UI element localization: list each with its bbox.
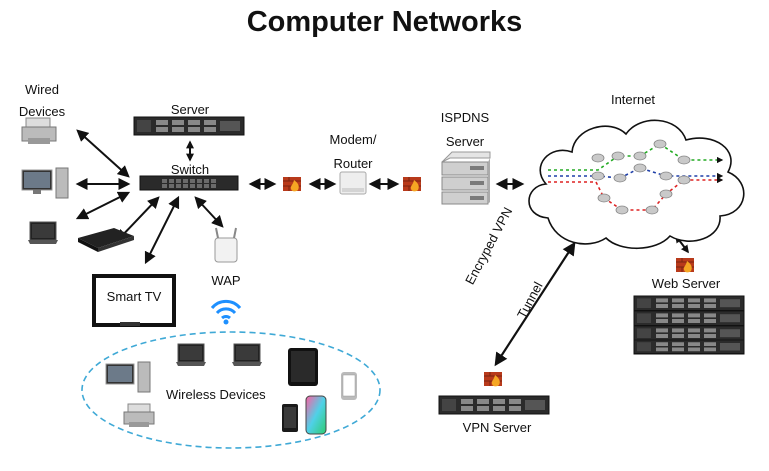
vpn-server-label: VPN Server bbox=[462, 420, 532, 435]
wired-devices-label-line1: Wired bbox=[25, 82, 59, 97]
web-server-label: Web Server bbox=[651, 276, 721, 291]
smartphone-icon bbox=[341, 372, 357, 400]
printer-icon bbox=[21, 117, 57, 144]
firewall-icon bbox=[402, 176, 422, 192]
printer-icon bbox=[123, 403, 155, 427]
isp-dns-label-line2: Server bbox=[445, 134, 485, 149]
firewall-icon bbox=[483, 371, 503, 387]
switch-label: Switch bbox=[170, 162, 210, 177]
modem-label-line1: Modem/ bbox=[329, 132, 377, 147]
internet-label: Internet bbox=[610, 92, 656, 107]
modem-label-line2: Router bbox=[333, 156, 373, 171]
modem-router-icon bbox=[339, 171, 367, 195]
server-rack-icon bbox=[133, 116, 245, 136]
internet-cloud-icon bbox=[528, 119, 745, 249]
laptop-icon bbox=[175, 343, 207, 367]
desktop-computer-icon bbox=[105, 361, 151, 393]
game-console-icon bbox=[78, 228, 134, 252]
tablet-icon bbox=[288, 348, 318, 386]
wap-label: WAP bbox=[211, 273, 241, 288]
wireless-devices-label: Wireless Devices bbox=[166, 387, 266, 402]
smart-tv-label: Smart TV bbox=[106, 289, 162, 304]
vpn-server-rack-icon bbox=[438, 395, 550, 415]
firewall-icon bbox=[282, 176, 302, 192]
laptop-icon bbox=[27, 221, 59, 245]
wireless-access-point-icon bbox=[214, 227, 238, 263]
page-title: Computer Networks bbox=[246, 6, 523, 38]
smartphone-icon bbox=[282, 404, 298, 432]
network-switch-icon bbox=[139, 175, 239, 191]
smart-tv-icon bbox=[92, 274, 176, 327]
smartphone-icon bbox=[305, 395, 327, 435]
wifi-signal-icon bbox=[210, 299, 242, 325]
isp-dns-label-line1: ISPDNS bbox=[440, 110, 490, 125]
server-label: Server bbox=[170, 102, 210, 117]
firewall-icon bbox=[675, 257, 695, 273]
laptop-icon bbox=[231, 343, 263, 367]
isp-dns-server-icon bbox=[441, 151, 491, 205]
smart-tv-stand bbox=[120, 322, 140, 326]
desktop-computer-icon bbox=[21, 167, 69, 199]
wireless-zone-boundary bbox=[81, 331, 381, 449]
web-server-rack-icon bbox=[633, 295, 745, 355]
wired-devices-label-line2: Devices bbox=[18, 104, 66, 119]
